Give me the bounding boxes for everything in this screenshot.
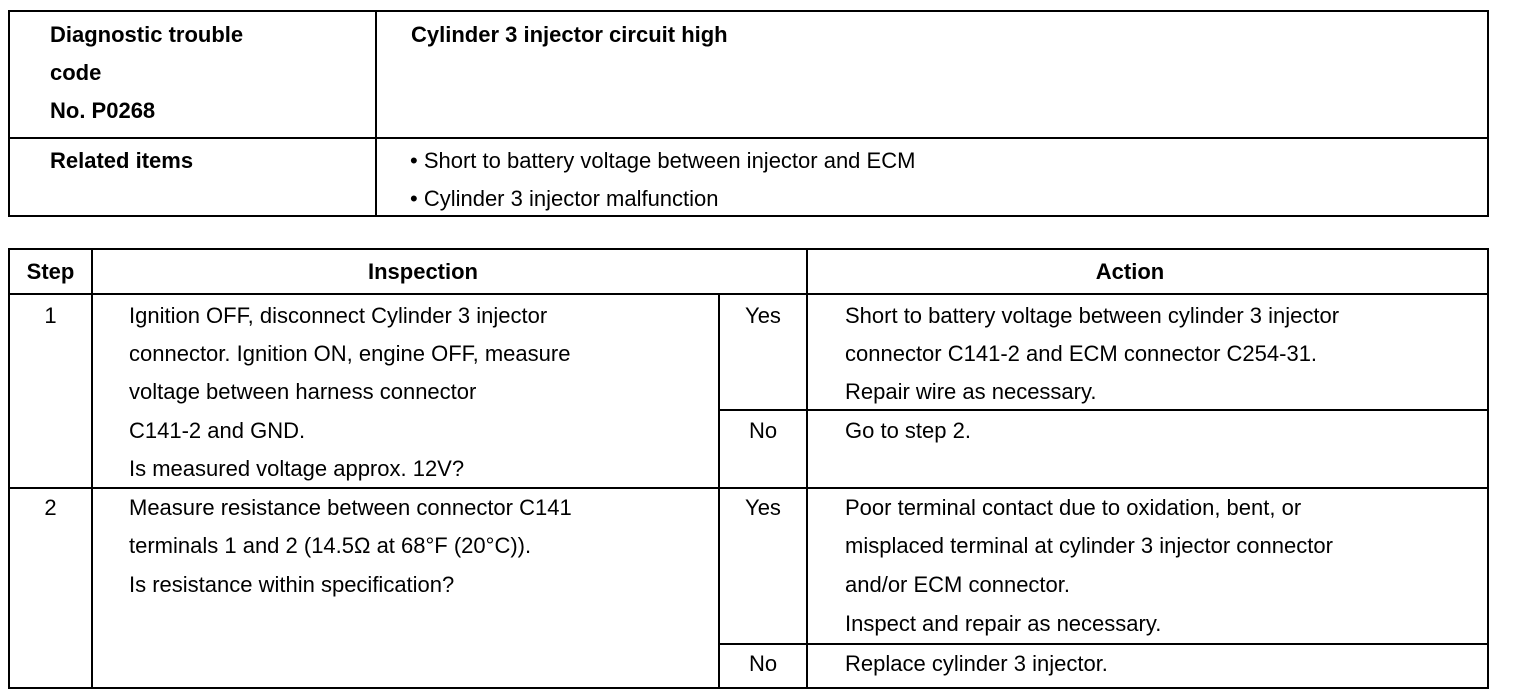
action-column-divider	[806, 248, 808, 689]
table-header-divider	[8, 293, 1489, 295]
step-1-yes-label: Yes	[745, 303, 781, 328]
step-1-inspection-line-2: connector. Ignition ON, engine OFF, meas…	[129, 341, 571, 366]
step-divider	[8, 487, 1489, 489]
dtc-label-line-1: Diagnostic trouble	[50, 22, 244, 47]
step-1-yes-action-line-3: Repair wire as necessary.	[845, 379, 1097, 404]
step-2-yes-label: Yes	[745, 495, 781, 520]
column-header-action: Action	[1095, 259, 1165, 284]
related-item-2: • Cylinder 3 injector malfunction	[410, 186, 719, 211]
related-items-label: Related items	[50, 148, 194, 173]
step-1-no-label: No	[748, 418, 778, 443]
step-2-yes-action-line-1: Poor terminal contact due to oxidation, …	[845, 495, 1302, 520]
step-1-yes-action-line-2: connector C141-2 and ECM connector C254-…	[845, 341, 1318, 366]
step-1-number: 1	[44, 303, 57, 328]
step-1-inspection-line-1: Ignition OFF, disconnect Cylinder 3 inje…	[129, 303, 548, 328]
related-item-1: • Short to battery voltage between injec…	[410, 148, 916, 173]
step-2-yes-no-divider	[718, 643, 1489, 645]
step-1-inspection-line-4: C141-2 and GND.	[129, 418, 306, 443]
step-2-yes-action-line-4: Inspect and repair as necessary.	[845, 611, 1162, 636]
step-1-no-action-line-1: Go to step 2.	[845, 418, 971, 443]
step-2-inspection-line-1: Measure resistance between connector C14…	[129, 495, 572, 520]
step-2-inspection-line-3: Is resistance within specification?	[129, 572, 455, 597]
step-1-inspection-line-5: Is measured voltage approx. 12V?	[129, 456, 465, 481]
header-row-divider	[8, 137, 1489, 139]
step-2-inspection-line-2: terminals 1 and 2 (14.5Ω at 68°F (20°C))…	[129, 533, 532, 558]
yes-no-column-divider	[718, 293, 720, 689]
header-column-divider	[375, 10, 377, 217]
step-column-divider	[91, 248, 93, 689]
step-1-yes-action-line-1: Short to battery voltage between cylinde…	[845, 303, 1340, 328]
step-2-number: 2	[44, 495, 57, 520]
step-2-no-label: No	[748, 651, 778, 676]
step-2-no-action-line-1: Replace cylinder 3 injector.	[845, 651, 1108, 676]
step-1-inspection-line-3: voltage between harness connector	[129, 379, 477, 404]
step-2-yes-action-line-3: and/or ECM connector.	[845, 572, 1071, 597]
dtc-title: Cylinder 3 injector circuit high	[411, 22, 728, 47]
step-2-yes-action-line-2: misplaced terminal at cylinder 3 injecto…	[845, 533, 1333, 558]
step-1-yes-no-divider	[718, 409, 1489, 411]
column-header-step: Step	[26, 259, 75, 284]
inspection-table	[8, 248, 1489, 689]
dtc-header-table	[8, 10, 1489, 217]
dtc-label-line-2: code	[50, 60, 102, 85]
column-header-inspection: Inspection	[367, 259, 478, 284]
dtc-code-number: No. P0268	[50, 98, 156, 123]
